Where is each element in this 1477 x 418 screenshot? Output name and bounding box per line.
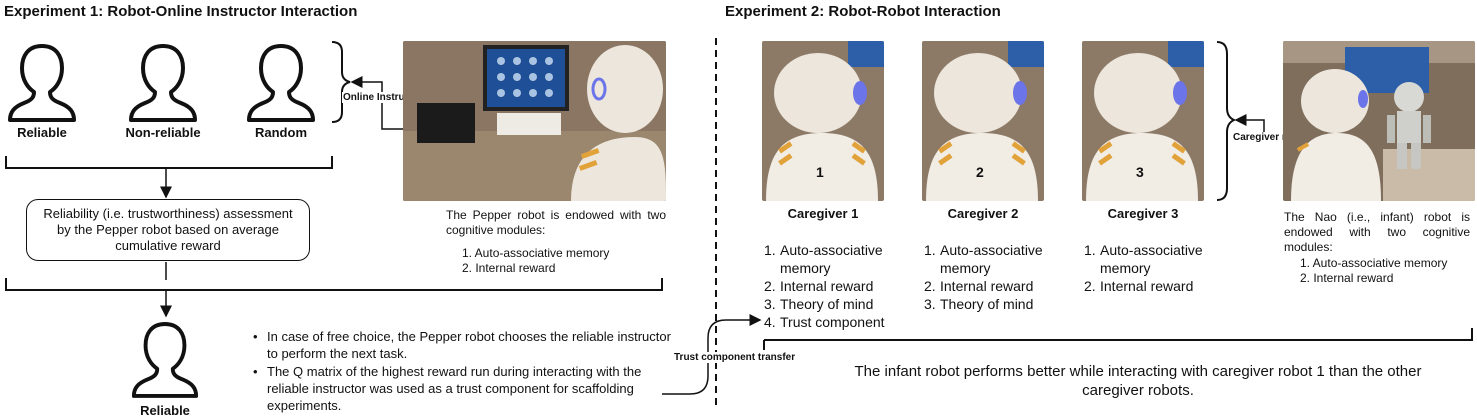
nao-module-1: 1. Auto-associative memory bbox=[1300, 256, 1448, 270]
exp1-bullet-list: In case of free choice, the Pepper robot… bbox=[253, 328, 673, 414]
list-item: 2.Internal reward bbox=[924, 278, 1034, 294]
reliability-assessment-box: Reliability (i.e. trustworthiness) asses… bbox=[26, 199, 310, 261]
list-item: 2.Internal reward bbox=[764, 278, 874, 294]
nao-robot-photo bbox=[1283, 41, 1475, 201]
experiment1-title: Experiment 1: Robot-Online Instructor In… bbox=[4, 3, 358, 20]
pepper-caption: The Pepper robot is endowed with two cog… bbox=[446, 208, 666, 237]
nao-module-2: 2. Internal reward bbox=[1300, 271, 1394, 285]
reliability-assessment-text: Reliability (i.e. trustworthiness) asses… bbox=[43, 206, 293, 253]
person-outline-icon bbox=[6, 42, 78, 122]
list-item: 1.Auto-associative memory bbox=[1084, 242, 1203, 276]
list-item: 2.Internal reward bbox=[1084, 278, 1194, 294]
caregiver-photo-number: 3 bbox=[1136, 164, 1144, 180]
instructor-label-non-reliable: Non-reliable bbox=[125, 125, 201, 140]
list-item: 3.Theory of mind bbox=[924, 296, 1034, 312]
nao-caption: The Nao (i.e., infant) robot is endowed … bbox=[1284, 210, 1470, 254]
caregiver-photo-3: 3 bbox=[1082, 41, 1204, 201]
pepper-robot-photo bbox=[403, 41, 666, 201]
result-label-reliable: Reliable bbox=[140, 403, 190, 418]
conclusion-text: The infant robot performs better while i… bbox=[854, 363, 1422, 399]
bullet-item: The Q matrix of the highest reward run d… bbox=[253, 363, 673, 414]
person-outline-icon bbox=[245, 42, 317, 122]
trust-component-transfer-tag: Trust component transfer bbox=[673, 352, 797, 363]
caregiver-photo-2: 2 bbox=[922, 41, 1044, 201]
caregiver-label-2: Caregiver 2 bbox=[947, 206, 1019, 221]
list-item: 1.Auto-associative memory bbox=[764, 242, 883, 276]
list-item: 1.Auto-associative memory bbox=[924, 242, 1043, 276]
caregiver-2-modules: 1.Auto-associative memory 2.Internal rew… bbox=[924, 241, 1064, 313]
bullet-item: In case of free choice, the Pepper robot… bbox=[253, 328, 673, 362]
pepper-module-1: 1. Auto-associative memory bbox=[462, 246, 610, 260]
caregiver-3-modules: 1.Auto-associative memory 2.Internal rew… bbox=[1084, 241, 1224, 295]
caregiver-label-1: Caregiver 1 bbox=[787, 206, 859, 221]
caregiver-1-modules: 1.Auto-associative memory 2.Internal rew… bbox=[764, 241, 904, 331]
caregiver-photo-number: 2 bbox=[976, 164, 984, 180]
person-outline-icon bbox=[127, 42, 199, 122]
caregiver-label-3: Caregiver 3 bbox=[1107, 206, 1179, 221]
caregiver-robots-tag: Caregiver robots bbox=[1232, 132, 1315, 143]
experiment2-title: Experiment 2: Robot-Robot Interaction bbox=[725, 3, 1001, 20]
online-instructors-tag: Online Instructors bbox=[342, 92, 431, 103]
person-outline-icon bbox=[130, 320, 200, 398]
instructor-label-random: Random bbox=[255, 125, 307, 140]
caregiver-photo-1: 1 bbox=[762, 41, 884, 201]
caregiver-photo-number: 1 bbox=[816, 164, 824, 180]
pepper-module-2: 2. Internal reward bbox=[462, 261, 556, 275]
instructor-label-reliable: Reliable bbox=[17, 125, 67, 140]
list-item: 4.Trust component bbox=[764, 314, 885, 330]
list-item: 3.Theory of mind bbox=[764, 296, 874, 312]
